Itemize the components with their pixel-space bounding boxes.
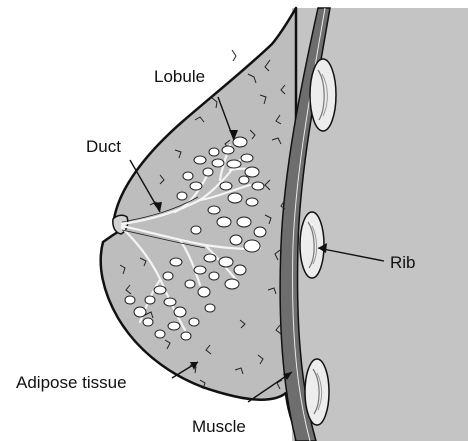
label-rib: Rib — [390, 253, 416, 272]
label-lobule: Lobule — [154, 67, 205, 86]
rib-middle — [300, 212, 324, 278]
label-adipose-tissue: Adipose tissue — [16, 373, 127, 392]
rib-bottom — [305, 359, 329, 425]
label-muscle: Muscle — [192, 417, 246, 436]
label-duct: Duct — [86, 137, 121, 156]
rib-top — [310, 59, 336, 131]
